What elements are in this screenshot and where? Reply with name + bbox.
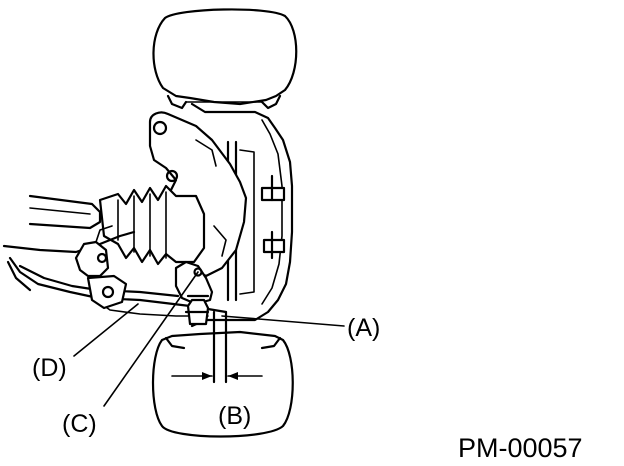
lower-ball-joint-housing: [174, 260, 214, 326]
figure-id: PM-00057: [458, 433, 583, 463]
steering-knuckle: [148, 111, 248, 278]
measurement-b: [171, 310, 263, 384]
label-b: (B): [218, 402, 251, 430]
leader-lines: [73, 271, 345, 407]
leader-line-c: [103, 271, 199, 407]
leader-line-d: [73, 303, 139, 357]
leader-line-a: [221, 315, 345, 327]
ball-joint: [74, 225, 128, 310]
label-c: (C): [62, 410, 97, 438]
upper-tire: [152, 8, 298, 110]
label-d: (D): [32, 354, 67, 382]
drive-shaft: [28, 194, 102, 230]
label-a: (A): [347, 314, 380, 342]
wheel-rim: [190, 102, 294, 328]
lower-tire: [151, 330, 294, 438]
cv-boot: [98, 184, 206, 266]
